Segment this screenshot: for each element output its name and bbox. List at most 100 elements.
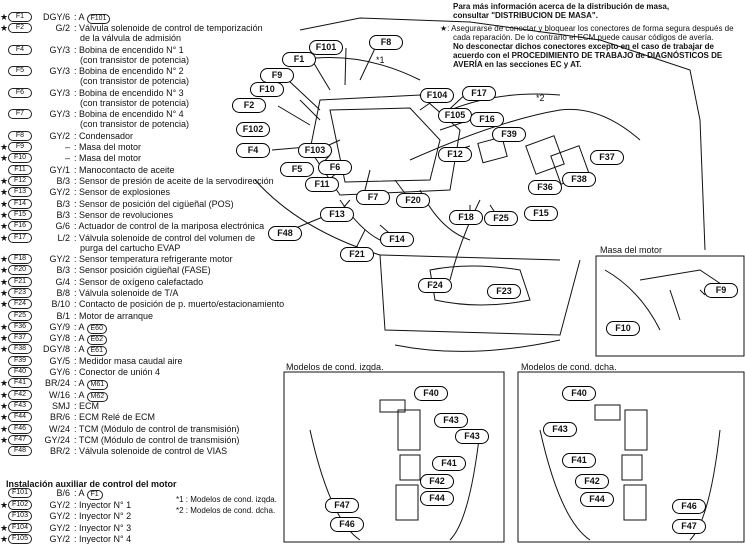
callout-f40-rhd: F40	[562, 386, 596, 401]
star-mark: ★	[0, 344, 9, 355]
star-mark: ★	[0, 221, 9, 232]
connector-tag: F1	[8, 12, 32, 22]
callout-f17: F17	[462, 86, 496, 101]
connector-desc: : A M62	[74, 390, 109, 402]
connector-ref: E62	[86, 335, 107, 346]
connector-desc: : Sensor de presión de aceite de la serv…	[74, 176, 274, 186]
callout-f9-inset: F9	[704, 283, 738, 298]
connector-desc-line2: (con transistor de potencia)	[80, 119, 190, 130]
connector-desc: : Bobina de encendido N° 3(con transisto…	[74, 87, 190, 108]
callout-f41-rhd: F41	[562, 453, 596, 468]
connector-code: –	[64, 142, 70, 153]
connector-desc: : Válvula solenoide de control del volum…	[74, 232, 256, 253]
star-mark: ★	[0, 434, 9, 445]
connector-tag: F16	[8, 221, 32, 232]
callout-f8: F8	[369, 35, 403, 50]
connector-desc: : Contacto de posición de p. muerto/esta…	[74, 299, 285, 310]
connector-desc-line2: de la válvula de admisión	[80, 33, 182, 44]
connector-tag: F7	[8, 109, 32, 120]
connector-desc: : Sensor de posición del cigüeñal (POS)	[74, 198, 234, 209]
callout-f12: F12	[438, 147, 472, 162]
star-mark: ★	[0, 142, 9, 153]
callout-f23: F23	[487, 284, 521, 299]
connector-code: GY/2	[49, 499, 70, 510]
connector-desc: : A M61	[74, 378, 109, 391]
callout-f42-lhd: F42	[420, 474, 454, 489]
connector-tag: F18	[8, 254, 32, 264]
connector-desc: : A F1	[74, 488, 103, 500]
lhd-label: Modelos de cond. izqda.	[286, 362, 384, 372]
ground-note-2: consultar "DISTRIBUCION DE MASA".	[453, 11, 598, 20]
connector-tag: F104	[8, 522, 32, 533]
callout-f102: F102	[236, 122, 270, 137]
connector-tag: F46	[8, 423, 32, 434]
star-mark: ★	[0, 254, 9, 264]
star-note-1: ★: Asegurarse de conectar y bloquear los…	[440, 24, 734, 33]
connector-ref: F101	[86, 14, 111, 24]
connector-tag: F11	[8, 164, 32, 175]
connector-tag: F43	[8, 400, 32, 411]
connector-desc: : Masa del motor	[74, 142, 142, 153]
callout-f41-lhd: F41	[432, 456, 466, 471]
connector-tag: F6	[8, 87, 32, 98]
connector-desc: : Inyector N° 1	[74, 499, 132, 510]
connector-code: G/2	[55, 23, 70, 34]
callout-f2: F2	[232, 98, 266, 113]
connector-desc: : Sensor de explosiones	[74, 187, 171, 198]
connector-desc: : Válvula solenoide de control de VIAS	[74, 446, 228, 457]
star-mark: ★	[0, 333, 9, 344]
connector-ref: M62	[86, 391, 109, 402]
connector-code: SMJ	[52, 400, 70, 411]
star-mark: ★	[0, 153, 9, 164]
callout-f43-rhd: F43	[543, 422, 577, 437]
star-mark: ★	[0, 12, 9, 22]
connector-code: GY/1	[49, 164, 70, 175]
connector-code: GY/3	[49, 87, 70, 98]
star-mark: ★	[0, 209, 9, 220]
connector-code: B/8	[56, 287, 70, 298]
star-mark: ★	[0, 23, 9, 34]
warning-note-2: acuerdo con el PROCEDIMIENTO DE TRABAJO …	[453, 51, 723, 60]
callout-f14: F14	[380, 232, 414, 247]
connector-desc-line2: (con transistor de potencia)	[80, 97, 190, 108]
connector-tag: F105	[8, 534, 32, 545]
connector-code: GY/5	[49, 355, 70, 366]
connector-desc: : Bobina de encendido N° 4(con transisto…	[74, 109, 190, 130]
connector-code: BR/2	[49, 446, 70, 457]
note-mark-1: *1	[376, 55, 385, 65]
callout-f48: F48	[268, 226, 302, 241]
connector-desc: : Conector de unión 4	[74, 367, 161, 377]
callout-f46-rhd: F46	[672, 499, 706, 514]
connector-tag: F25	[8, 310, 32, 321]
connector-desc: : Válvula solenoide de T/A	[74, 287, 179, 298]
star-mark: ★	[0, 522, 9, 533]
callout-f44-rhd: F44	[580, 492, 614, 507]
callout-f15: F15	[524, 206, 558, 221]
star-mark: ★	[0, 232, 9, 243]
connector-desc: : Sensor de oxígeno calefactado	[74, 276, 204, 287]
aux-legend-title: Instalación auxiliar de control del moto…	[6, 479, 177, 489]
connector-code: B/6	[56, 488, 70, 498]
callout-f21: F21	[340, 247, 374, 262]
star-mark: ★	[0, 321, 9, 332]
connector-code: GY/2	[49, 534, 70, 545]
connector-tag: F101	[8, 488, 32, 498]
connector-desc: : Válvula solenoide de control de tempor…	[74, 23, 263, 44]
connector-desc: : A E61	[74, 344, 107, 357]
connector-desc-line2: (con transistor de potencia)	[80, 76, 190, 87]
connector-tag: F14	[8, 198, 32, 209]
connector-tag: F48	[8, 446, 32, 457]
connector-tag: F37	[8, 333, 32, 344]
callout-f38: F38	[562, 172, 596, 187]
callout-f10-inset: F10	[606, 321, 640, 336]
connector-tag: F23	[8, 287, 32, 298]
connector-tag: F44	[8, 412, 32, 423]
star-mark: ★	[0, 499, 9, 510]
note-mark-2: *2	[536, 93, 545, 103]
callout-f36: F36	[528, 180, 562, 195]
warning-note-3: AVERÍA en las secciones EC y AT.	[453, 60, 582, 69]
connector-tag: F20	[8, 265, 32, 276]
connector-code: B/10	[51, 299, 70, 310]
connector-code: L/2	[57, 232, 70, 243]
star-mark: ★	[0, 198, 9, 209]
